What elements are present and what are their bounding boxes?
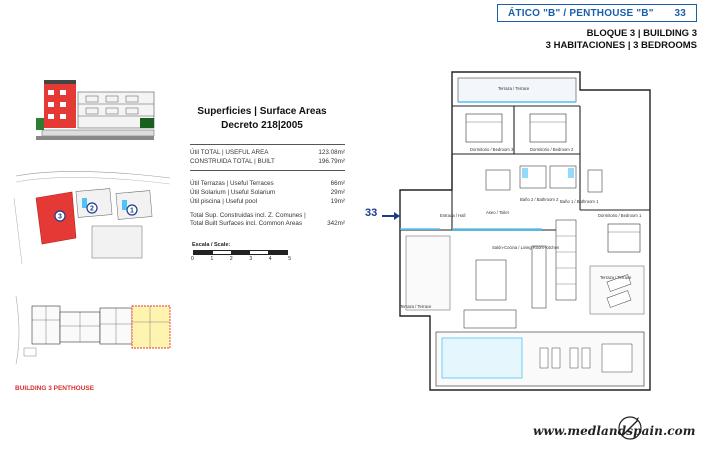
terraces-row: Útil Terrazas | Useful Terraces 66m² [190,180,345,187]
scale-tick: 2 [229,256,233,262]
row-label: Útil Solarium | Useful Solarium [190,189,276,196]
room-living-kitchen: Salón-Cocina / Living Room-Kitchen [492,245,560,250]
scale-tick: 3 [249,256,253,262]
row-value: 19m² [330,198,345,205]
room-terrace-right: Terraza / Terrace [600,275,632,280]
divider [190,144,345,145]
room-bathroom-1: Baño 1 / Bathroom 1 [560,199,599,204]
room-hall: Entrada / Hall [440,213,466,218]
penthouse-badge: ÁTICO "B" / PENTHOUSE "B" 33 [497,4,697,22]
watermark: www.medlandspain.com [533,424,696,438]
room-terrace-left: Terraza / Terrace [400,304,432,309]
bedrooms-line: 3 HABITACIONES | 3 BEDROOMS [545,40,697,51]
row-label: Total Built Surfaces incl. Common Areas [190,220,302,227]
badge-title: ÁTICO "B" / PENTHOUSE "B" [508,7,654,19]
badge-number: 33 [674,7,686,19]
site-marker-3: 3 [58,214,62,221]
scale-tick: 4 [268,256,272,262]
row-value: 29m² [330,189,345,196]
divider [190,170,345,171]
scale-tick: 5 [288,256,291,262]
building-elevation [36,80,155,140]
row-value: 66m² [330,180,345,187]
building-line: BLOQUE 3 | BUILDING 3 [586,28,697,39]
scale-bar [193,250,288,255]
total-label-1: Total Sup. Construidas incl. Z. Comunes … [190,212,306,219]
scale-label: Escala / Scale: [192,242,231,248]
areas-title: Superficies | Surface Areas [197,106,327,117]
scale-ticks: 0 1 2 3 4 5 [191,256,291,262]
site-marker-1: 1 [130,208,134,215]
row-label: Útil TOTAL | USEFUL AREA [190,149,269,156]
useful-area-row: Útil TOTAL | USEFUL AREA 123.08m² [190,149,345,156]
floor-plan [382,71,651,391]
row-value: 342m² [327,220,345,227]
room-toilet: Aseo / Toilet [486,210,509,215]
row-value: 123.08m² [318,149,345,156]
room-bedroom-3: Dormitorio / Bedroom 3 [470,147,514,152]
room-bathroom-2: Baño 2 / Bathroom 2 [520,197,559,202]
scale-tick: 1 [210,256,214,262]
room-bedroom-2: Dormitorio / Bedroom 2 [530,147,574,152]
row-value: 196.79m² [318,158,345,165]
solarium-row: Útil Solarium | Useful Solarium 29m² [190,189,345,196]
room-terrace-top: Terraza / Terrace [498,86,530,91]
floor-key-plan [15,295,171,365]
row-label: CONSTRUIDA TOTAL | BUILT [190,158,275,165]
building-penthouse-label: BUILDING 3 PENTHOUSE [15,385,95,392]
areas-decree: Decreto 218|2005 [221,120,303,131]
row-label: Útil piscina | Useful pool [190,198,258,205]
room-bedroom-1: Dormitorio / Bedroom 1 [598,213,642,218]
site-marker-2: 2 [90,206,94,213]
built-area-row: CONSTRUIDA TOTAL | BUILT 196.79m² [190,158,345,165]
site-plan: 3 2 1 [13,171,171,265]
scale-tick: 0 [191,256,194,262]
entry-marker: 33 [365,207,378,219]
pool-row: Útil piscina | Useful pool 19m² [190,198,345,205]
total-row: Total Built Surfaces incl. Common Areas … [190,220,345,227]
compass-icon [618,416,642,440]
row-label: Útil Terrazas | Useful Terraces [190,180,274,187]
